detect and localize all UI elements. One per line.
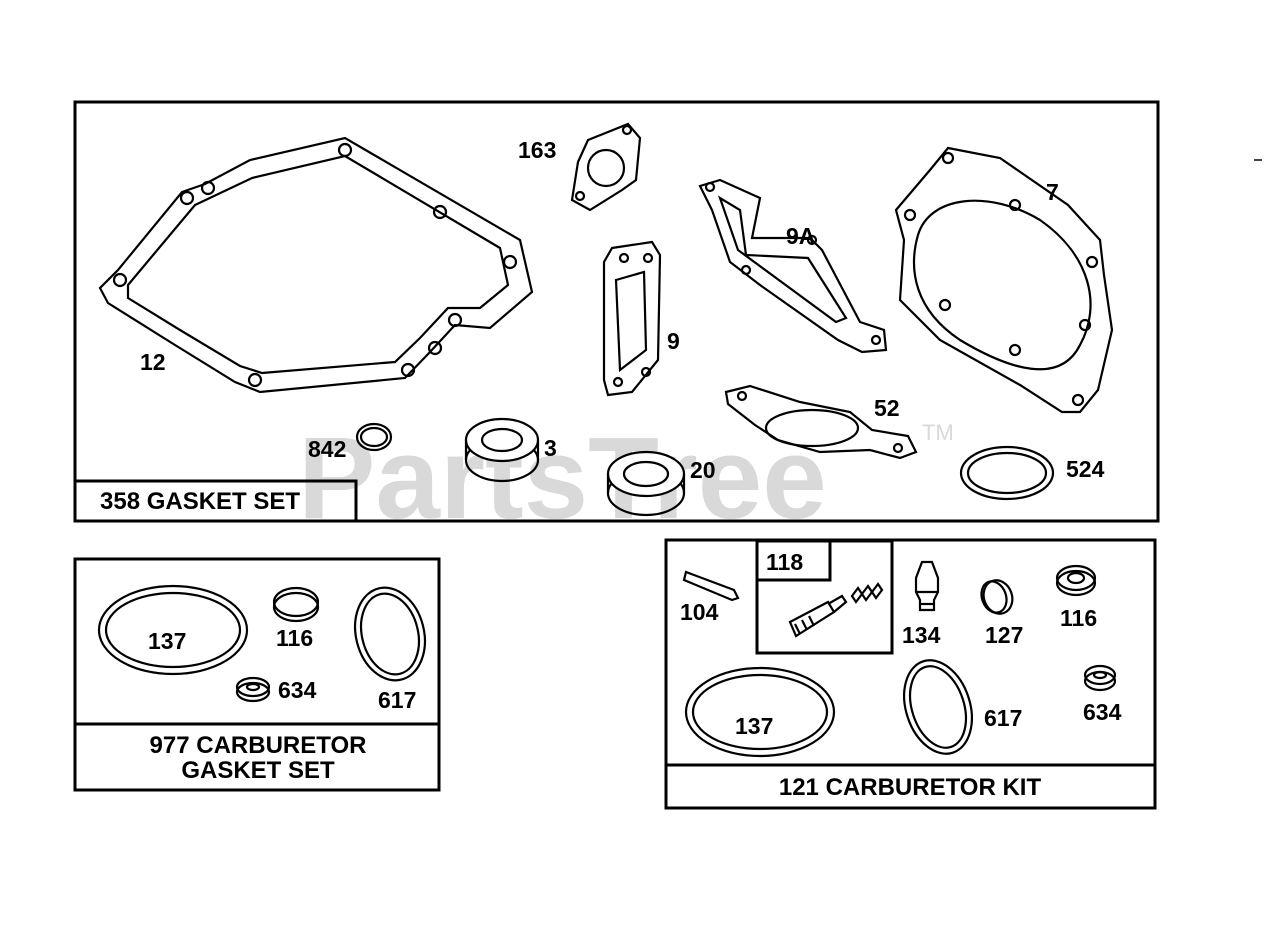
- part-634-washer[interactable]: [235, 676, 271, 703]
- label-617-carb-gasket: 617: [378, 687, 416, 713]
- gasket-set-title: 358 GASKET SET: [100, 488, 300, 515]
- label-20: 20: [690, 457, 716, 483]
- label-137-carb-kit: 137: [735, 713, 773, 739]
- label-634-carb-kit: 634: [1083, 699, 1122, 725]
- label-634-carb-gasket: 634: [278, 677, 317, 703]
- label-127: 127: [985, 622, 1023, 648]
- label-842: 842: [308, 436, 346, 462]
- label-163: 163: [518, 137, 556, 163]
- part-9a-gasket[interactable]: [698, 178, 888, 354]
- label-104: 104: [680, 599, 719, 625]
- part-842-o-ring[interactable]: [355, 422, 393, 452]
- part-104-pin[interactable]: [682, 570, 740, 602]
- part-116-carb-kit-washer[interactable]: [1055, 564, 1097, 597]
- label-524: 524: [1066, 456, 1105, 482]
- part-617-o-ring[interactable]: [346, 580, 435, 688]
- label-116-carb-gasket: 116: [276, 625, 313, 651]
- label-7: 7: [1046, 179, 1059, 205]
- gasket-set-title-box: [75, 479, 358, 521]
- label-12: 12: [140, 349, 166, 375]
- part-137-o-ring[interactable]: [97, 584, 249, 676]
- part-116-washer[interactable]: [272, 586, 320, 623]
- carb-kit-title: 121 CARBURETOR KIT: [779, 774, 1042, 801]
- carb-gasket-set-title-line2: GASKET SET: [181, 757, 335, 784]
- label-137-carb-gasket: 137: [148, 628, 186, 654]
- part-118-needle-and-spring[interactable]: [788, 582, 884, 638]
- part-12-crankcase-gasket[interactable]: [98, 136, 534, 394]
- carb-gasket-set-panel: 977 CARBURETOR GASKET SET 137 116 617 63…: [73, 557, 441, 792]
- subkit-118-title-box: [757, 541, 832, 582]
- watermark-text: PartsTree: [298, 413, 827, 543]
- label-116-carb-kit: 116: [1060, 605, 1097, 631]
- carb-kit-frame: [664, 538, 1157, 810]
- label-134: 134: [902, 622, 941, 648]
- carb-kit-panel: 121 CARBURETOR KIT 118 104 134 127: [664, 538, 1157, 810]
- label-9a: 9A: [786, 223, 815, 249]
- gasket-set-panel: 358 GASKET SET 12 163: [73, 100, 1160, 523]
- part-52-gasket[interactable]: [724, 384, 918, 460]
- part-20-oil-seal[interactable]: [606, 450, 686, 517]
- label-9: 9: [667, 328, 680, 354]
- part-134-needle-valve[interactable]: [914, 560, 940, 612]
- part-3-oil-seal[interactable]: [464, 417, 540, 483]
- watermark-trademark: TM: [922, 420, 954, 445]
- part-9-gasket[interactable]: [602, 240, 662, 397]
- subkit-118-label: 118: [766, 549, 803, 575]
- label-52: 52: [874, 395, 900, 421]
- carb-gasket-set-title-line1: 977 CARBURETOR: [150, 732, 367, 759]
- part-634-carb-kit-washer[interactable]: [1083, 664, 1117, 692]
- gasket-set-frame: [73, 100, 1160, 523]
- part-163-gasket[interactable]: [570, 122, 642, 212]
- part-7-head-gasket[interactable]: [894, 146, 1114, 414]
- subkit-118-frame: [755, 539, 894, 655]
- part-524-o-ring[interactable]: [959, 445, 1055, 501]
- part-617-carb-kit-o-ring[interactable]: [893, 651, 984, 762]
- label-617-carb-kit: 617: [984, 705, 1022, 731]
- carb-gasket-set-frame: [73, 557, 441, 792]
- part-137-carb-kit-o-ring[interactable]: [684, 666, 836, 758]
- part-127-welch-plug[interactable]: [977, 576, 1017, 618]
- label-3: 3: [544, 435, 557, 461]
